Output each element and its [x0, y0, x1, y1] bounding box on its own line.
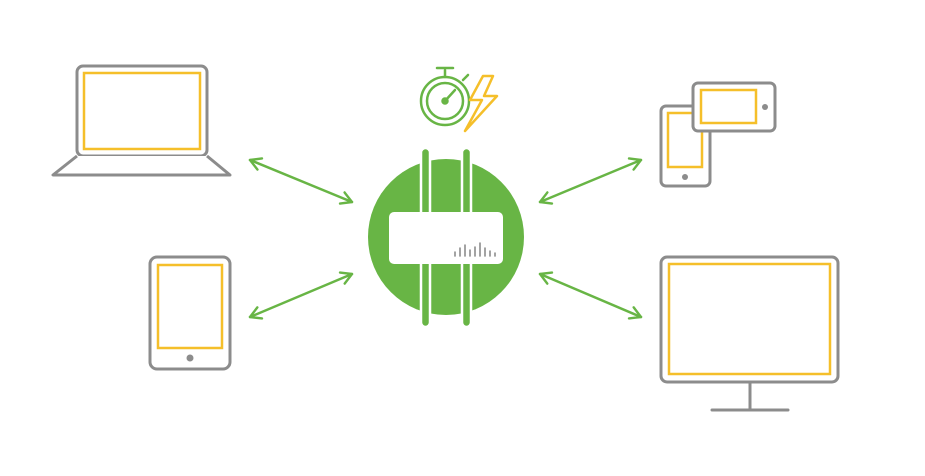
- signal-bars-icon: [454, 242, 496, 257]
- connection-arrows: [248, 157, 643, 320]
- arrow-laptop: [248, 157, 354, 205]
- laptop-icon: [51, 64, 232, 177]
- smartphones-icon: [659, 81, 777, 188]
- arrow-phones: [538, 157, 643, 205]
- tablet-icon: [148, 255, 232, 371]
- wireless-access-point-icon: [368, 146, 524, 329]
- stopwatch-icon: [419, 66, 471, 127]
- desktop-monitor-icon: [659, 255, 840, 412]
- arrow-monitor: [538, 271, 643, 320]
- arrow-tablet: [248, 271, 354, 320]
- lightning-bolt-icon: [463, 74, 499, 133]
